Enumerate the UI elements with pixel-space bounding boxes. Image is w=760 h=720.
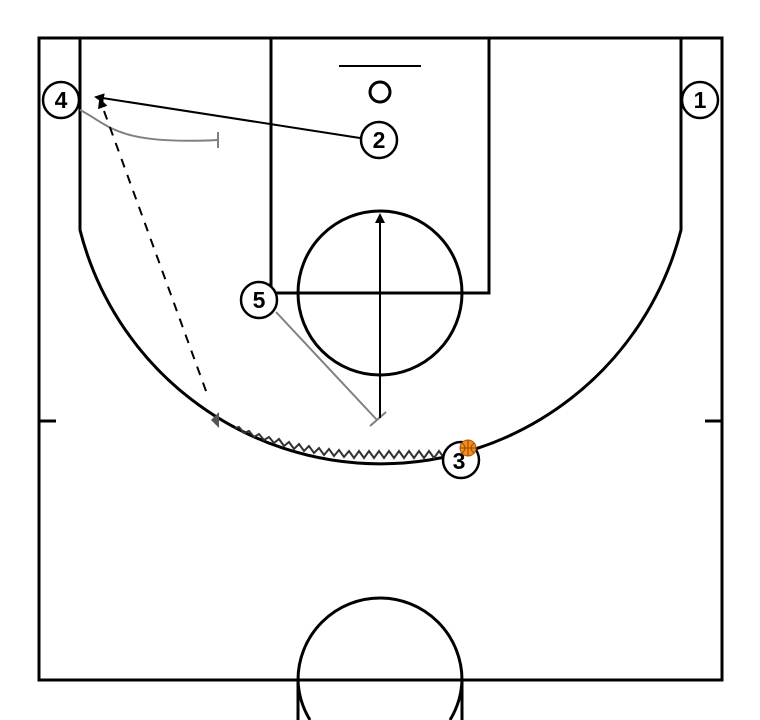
actions	[79, 93, 445, 460]
player-4-label: 4	[55, 87, 68, 113]
dribble-3-arrowhead	[211, 412, 219, 428]
court	[37, 36, 724, 720]
players: 1 2 3 4 5	[41, 80, 720, 480]
player-4[interactable]: 4	[41, 80, 81, 120]
player-2-label: 2	[373, 127, 386, 153]
center-circle-lower	[296, 680, 464, 720]
dribble-3-line	[234, 425, 445, 460]
screen-4-line	[79, 109, 219, 142]
player-3-label: 3	[453, 448, 466, 474]
center-circle	[296, 596, 464, 681]
player-1[interactable]: 1	[680, 80, 720, 120]
screen-5-bar	[369, 411, 387, 427]
player-3[interactable]: 3	[441, 439, 481, 480]
basket	[368, 80, 392, 104]
center-circle-bottom	[296, 679, 464, 720]
basketball-icon	[459, 439, 477, 457]
screen-5-line	[275, 311, 378, 421]
player-2[interactable]: 2	[359, 120, 399, 160]
player-5[interactable]: 5	[239, 280, 279, 320]
pass-3-to-4-line	[98, 98, 207, 392]
cut-2-to-4-line	[94, 93, 361, 139]
player-5-label: 5	[253, 287, 266, 313]
player-1-label: 1	[694, 87, 707, 113]
three-point-line	[78, 38, 683, 466]
